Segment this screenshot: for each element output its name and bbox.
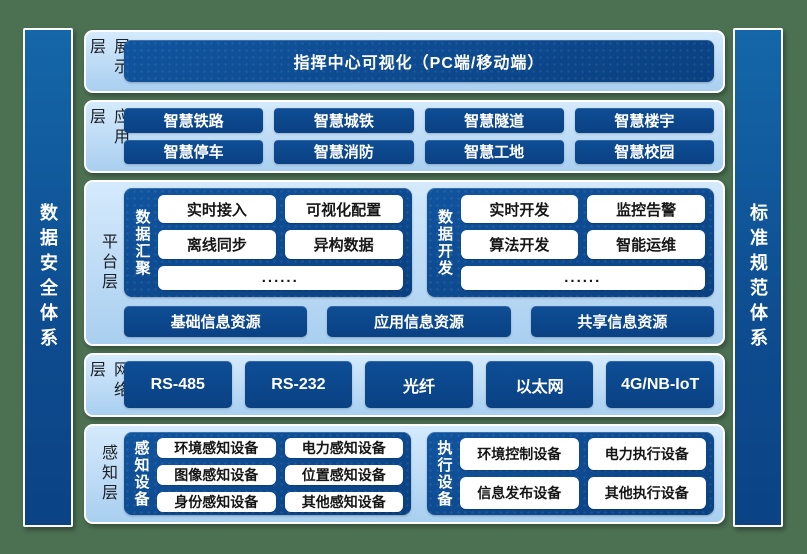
pill-item: 实时接入	[158, 195, 276, 224]
pill-item: 环境感知设备	[157, 438, 276, 458]
app-item: 智慧消防	[274, 139, 414, 164]
pill-item: 可视化配置	[284, 195, 403, 224]
pill-item: 电力执行设备	[587, 438, 706, 470]
pill-item: 其他感知设备	[284, 492, 403, 512]
network-item: RS-485	[124, 361, 232, 408]
app-item: 智慧铁路	[124, 108, 264, 133]
app-item: 智慧工地	[424, 139, 564, 164]
pill-grid: 实时接入 可视化配置 离线同步 异构数据 ......	[158, 195, 403, 290]
application-grid: 智慧铁路 智慧城铁 智慧隧道 智慧楼宇 智慧停车 智慧消防 智慧工地 智慧校园	[124, 108, 714, 164]
resource-box: 应用信息资源	[327, 306, 511, 337]
app-item: 智慧城铁	[274, 108, 414, 133]
pill-grid: 环境感知设备 电力感知设备 图像感知设备 位置感知设备 身份感知设备 其他感知设…	[157, 438, 403, 512]
network-row: RS-485 RS-232 光纤 以太网 4G/NB-IoT	[124, 361, 714, 408]
layer-label-presentation: 展示层	[87, 38, 128, 78]
layer-presentation: 展示层 指挥中心可视化（PC端/移动端）	[84, 30, 725, 93]
layer-label-network: 网络层	[87, 361, 128, 401]
layer-label-platform: 平台层	[99, 232, 116, 293]
platform-groups: 数据汇聚 实时接入 可视化配置 离线同步 异构数据 ...... 数据开发	[124, 188, 714, 297]
network-item: 4G/NB-IoT	[606, 361, 714, 408]
pill-item: 电力感知设备	[284, 438, 403, 458]
group-actuator-devices: 执行设备 环境控制设备 电力执行设备 信息发布设备 其他执行设备	[427, 432, 714, 515]
perception-groups: 感知设备 环境感知设备 电力感知设备 图像感知设备 位置感知设备 身份感知设备 …	[124, 432, 714, 515]
group-label: 执行设备	[435, 439, 453, 508]
pill-item: 算法开发	[460, 230, 579, 259]
group-data-development: 数据开发 实时开发 监控告警 算法开发 智能运维 ......	[427, 188, 715, 297]
layer-label-perception: 感知层	[99, 443, 116, 504]
layer-stack: 展示层 指挥中心可视化（PC端/移动端） 应用层 智慧铁路 智慧城铁 智慧隧道 …	[84, 30, 725, 524]
pill-item: 实时开发	[460, 195, 579, 224]
side-bar-standards: 标准规范体系	[733, 28, 783, 527]
pill-item: 身份感知设备	[157, 492, 276, 512]
layer-application: 应用层 智慧铁路 智慧城铁 智慧隧道 智慧楼宇 智慧停车 智慧消防 智慧工地 智…	[84, 100, 725, 173]
pill-more: ......	[158, 265, 403, 290]
app-item: 智慧隧道	[424, 108, 564, 133]
layer-platform: 平台层 数据汇聚 实时接入 可视化配置 离线同步 异构数据 ......	[84, 180, 725, 346]
resource-box: 基础信息资源	[124, 306, 308, 337]
pill-more: ......	[460, 265, 705, 290]
pill-item: 信息发布设备	[460, 477, 579, 509]
side-bar-data-security: 数据安全体系	[23, 28, 73, 527]
presentation-content: 指挥中心可视化（PC端/移动端）	[124, 38, 714, 84]
group-label: 感知设备	[132, 439, 150, 508]
layer-label-application: 应用层	[87, 108, 128, 148]
pill-item: 环境控制设备	[460, 438, 579, 470]
pill-grid: 实时开发 监控告警 算法开发 智能运维 ......	[460, 195, 705, 290]
platform-resources: 基础信息资源 应用信息资源 共享信息资源	[124, 306, 714, 337]
group-label: 数据开发	[436, 208, 453, 277]
network-item: RS-232	[244, 361, 353, 408]
group-sensing-devices: 感知设备 环境感知设备 电力感知设备 图像感知设备 位置感知设备 身份感知设备 …	[124, 432, 411, 515]
pill-grid: 环境控制设备 电力执行设备 信息发布设备 其他执行设备	[460, 438, 706, 509]
network-item: 光纤	[365, 361, 473, 408]
resource-box: 共享信息资源	[530, 306, 714, 337]
layer-perception: 感知层 感知设备 环境感知设备 电力感知设备 图像感知设备 位置感知设备 身份感…	[84, 424, 725, 524]
pill-item: 离线同步	[158, 230, 276, 259]
pill-item: 异构数据	[284, 230, 403, 259]
pill-item: 图像感知设备	[157, 465, 276, 485]
app-item: 智慧停车	[124, 139, 264, 164]
group-data-aggregation: 数据汇聚 实时接入 可视化配置 离线同步 异构数据 ......	[124, 188, 412, 297]
pill-item: 其他执行设备	[587, 477, 706, 509]
layer-network: 网络层 RS-485 RS-232 光纤 以太网 4G/NB-IoT	[84, 353, 725, 417]
side-bar-label: 数据安全体系	[38, 202, 58, 353]
pill-item: 监控告警	[587, 195, 705, 224]
command-center-box: 指挥中心可视化（PC端/移动端）	[124, 40, 714, 82]
pill-item: 智能运维	[587, 230, 705, 259]
platform-content: 数据汇聚 实时接入 可视化配置 离线同步 异构数据 ...... 数据开发	[124, 188, 714, 337]
group-label: 数据汇聚	[133, 208, 151, 277]
pill-item: 位置感知设备	[284, 465, 403, 485]
app-item: 智慧楼宇	[574, 108, 714, 133]
network-item: 以太网	[485, 361, 594, 408]
side-bar-label: 标准规范体系	[748, 202, 768, 353]
app-item: 智慧校园	[574, 139, 714, 164]
